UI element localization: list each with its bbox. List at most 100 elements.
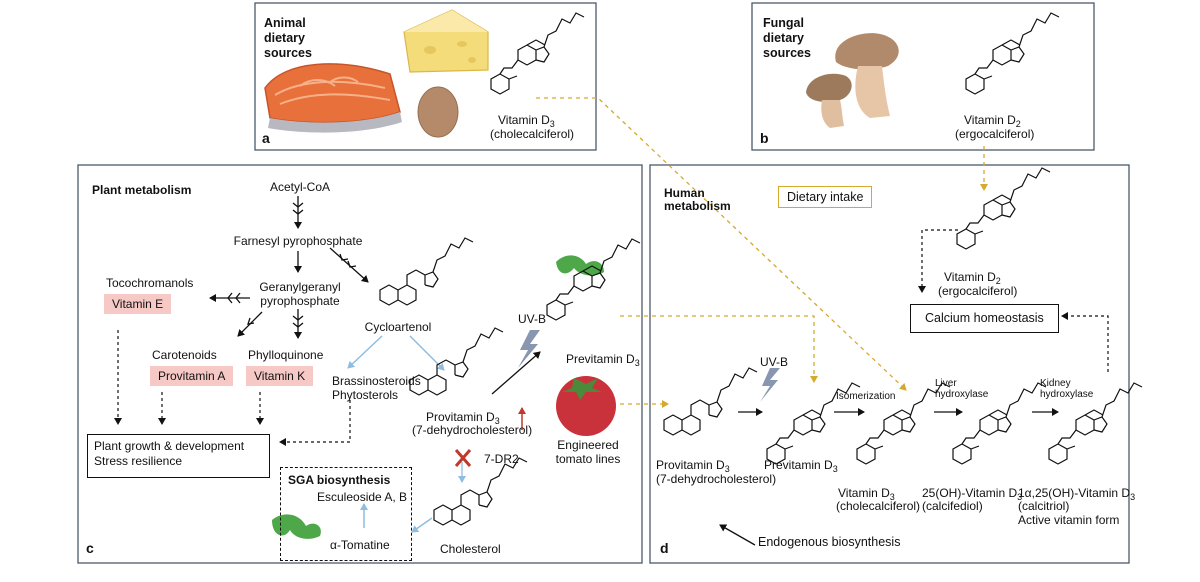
vitamin-d2-structure-d	[956, 167, 1051, 250]
panel-b-title: Fungal dietary sources	[763, 16, 811, 60]
vitamin-d2-structure-b	[965, 12, 1060, 95]
dietary-intake-box: Dietary intake	[778, 186, 873, 208]
endogenous-biosynthesis-label: Endogenous biosynthesis	[758, 535, 901, 549]
geranyl-label: Geranylgeranyl pyrophosphate	[259, 280, 341, 308]
calcitriol-sub: 3	[1130, 492, 1136, 502]
enzyme-label: 7-DR2	[484, 452, 519, 466]
plant-growth-box: Plant growth & development Stress resili…	[87, 434, 270, 478]
calcifediol-name: 25(OH)-Vitamin D	[922, 486, 1018, 500]
vitamin-k-badge: Vitamin K	[246, 366, 314, 386]
vitamin-d3-name-d: Vitamin D	[838, 486, 890, 500]
brassinosteroids-label: Brassinosteroids Phytosterols	[332, 374, 421, 402]
vitamin-d2-label-d: Vitamin D2	[944, 270, 1001, 288]
cheese-illustration	[403, 9, 489, 73]
uvb-bolt-d	[760, 368, 780, 402]
provitamin-d3-structure-d	[663, 367, 758, 436]
cholesterol-structure	[433, 457, 528, 526]
calcium-homeostasis-box: Calcium homeostasis	[910, 304, 1059, 333]
egg-illustration	[417, 86, 459, 138]
previtamin-d3-sub-d: 3	[832, 464, 838, 474]
cycloartenol-structure	[379, 237, 474, 306]
liver-hydroxylase-label: Liver hydroxylase	[935, 378, 989, 400]
vitamin-d2-name-d: Vitamin D	[944, 270, 996, 284]
uvb-bolt-c	[518, 330, 540, 368]
vitamin-e-badge: Vitamin E	[104, 294, 172, 314]
provitamin-d3-paren-d: (7-dehydrocholesterol)	[656, 472, 777, 486]
provitamin-a-badge: Provitamin A	[150, 366, 234, 386]
panel-d-frame	[649, 164, 1130, 564]
vitamin-d3-structure-a	[490, 12, 585, 95]
tomatine-label: α-Tomatine	[330, 538, 390, 552]
farnesyl-label: Farnesyl pyrophosphate	[233, 234, 363, 248]
cholesterol-label: Cholesterol	[440, 542, 501, 556]
panel-b-vitamin-paren: (ergocalciferol)	[955, 127, 1035, 141]
uvb-label-d: UV-B	[760, 355, 789, 369]
human-pathway-arrows	[719, 408, 1059, 546]
panel-d-title: Human metabolism	[664, 186, 731, 213]
esculeoside-label: Esculeoside A, B	[317, 490, 408, 504]
previtamin-d3-name-c: Previtamin D	[566, 352, 635, 366]
previtamin-d3-sub-c: 3	[634, 358, 640, 368]
provitamin-d3-paren-c: (7-dehydrocholesterol)	[412, 423, 533, 437]
previtamin-d3-structure-c	[546, 238, 641, 321]
calcifediol-label: 25(OH)-Vitamin D3	[922, 486, 1022, 504]
provitamin-d3-name-c: Provitamin D	[426, 410, 495, 424]
dietary-intake-arrows	[536, 97, 988, 408]
provitamin-d3-label-d: Provitamin D3	[656, 458, 730, 476]
panel-a-letter: a	[262, 130, 270, 146]
panel-b-vitamin-label: Vitamin D2	[964, 113, 1021, 131]
vitamin-d3-paren-d: (cholecalciferol)	[836, 499, 921, 513]
carotenoids-label: Carotenoids	[152, 348, 217, 362]
provitamin-d3-label-c: Provitamin D3	[426, 410, 500, 428]
plant-leaf-illustrations	[272, 255, 604, 539]
vitamin-d2-paren-d: (ergocalciferol)	[938, 284, 1018, 298]
panel-b-vitamin-sub: 2	[1015, 119, 1021, 129]
salmon-illustration	[264, 63, 402, 133]
sga-biosynthesis-box	[280, 467, 412, 561]
calcitriol-label: 1α,25(OH)-Vitamin D3	[1018, 486, 1135, 504]
dashed-arrows	[114, 330, 351, 446]
previtamin-d3-name-d: Previtamin D	[764, 458, 833, 472]
mushroom-illustration	[806, 33, 899, 128]
engineered-tomato-label: Engineered tomato lines	[555, 438, 621, 466]
isomerization-label: Isomerization	[836, 391, 896, 402]
sga-title: SGA biosynthesis	[288, 473, 391, 487]
panel-b-letter: b	[760, 130, 769, 146]
plant-pathway-arrows	[209, 196, 541, 483]
uvb-label-c: UV-B	[518, 312, 547, 326]
tocochromanols-label: Tocochromanols	[106, 276, 194, 290]
panel-a-title: Animal dietary sources	[264, 16, 312, 60]
panel-a-vitamin-paren: (cholecalciferol)	[490, 127, 575, 141]
panel-c-frame	[77, 164, 643, 564]
panel-c-letter: c	[86, 540, 94, 556]
panel-b-frame	[751, 2, 1095, 151]
cycloartenol-label: Cycloartenol	[364, 320, 432, 334]
panel-a-vitamin-name: Vitamin D	[498, 113, 550, 127]
panel-c-title: Plant metabolism	[92, 183, 192, 197]
calcifediol-paren: (calcifediol)	[922, 499, 983, 513]
vitamin-d3-label-d: Vitamin D3	[838, 486, 895, 504]
provitamin-d3-sub-d: 3	[724, 464, 730, 474]
panel-b-vitamin-name: Vitamin D	[964, 113, 1016, 127]
panel-a-frame	[254, 2, 597, 151]
panel-a-vitamin-label: Vitamin D3	[498, 113, 555, 131]
human-dashed-arrows	[918, 229, 1109, 372]
previtamin-d3-label-c: Previtamin D3	[566, 352, 640, 370]
vitamin-d3-sub-d: 3	[889, 492, 895, 502]
tomato-illustration	[556, 376, 616, 436]
provitamin-d3-sub-c: 3	[494, 416, 500, 426]
kidney-hydroxylase-label: Kidney hydroxylase	[1040, 378, 1094, 400]
provitamin-d3-name-d: Provitamin D	[656, 458, 725, 472]
calcifediol-sub: 3	[1017, 492, 1023, 502]
previtamin-d3-label-d: Previtamin D3	[764, 458, 838, 476]
acetyl-coa-label: Acetyl-CoA	[269, 180, 331, 194]
calcitriol-paren: (calcitriol) Active vitamin form	[1018, 499, 1120, 527]
phylloquinone-label: Phylloquinone	[248, 348, 324, 362]
enzyme-block-x	[454, 449, 472, 467]
panel-a-vitamin-sub: 3	[549, 119, 555, 129]
panel-d-letter: d	[660, 540, 669, 556]
calcitriol-name: 1α,25(OH)-Vitamin D	[1018, 486, 1131, 500]
provitamin-d3-structure-c	[409, 327, 504, 396]
